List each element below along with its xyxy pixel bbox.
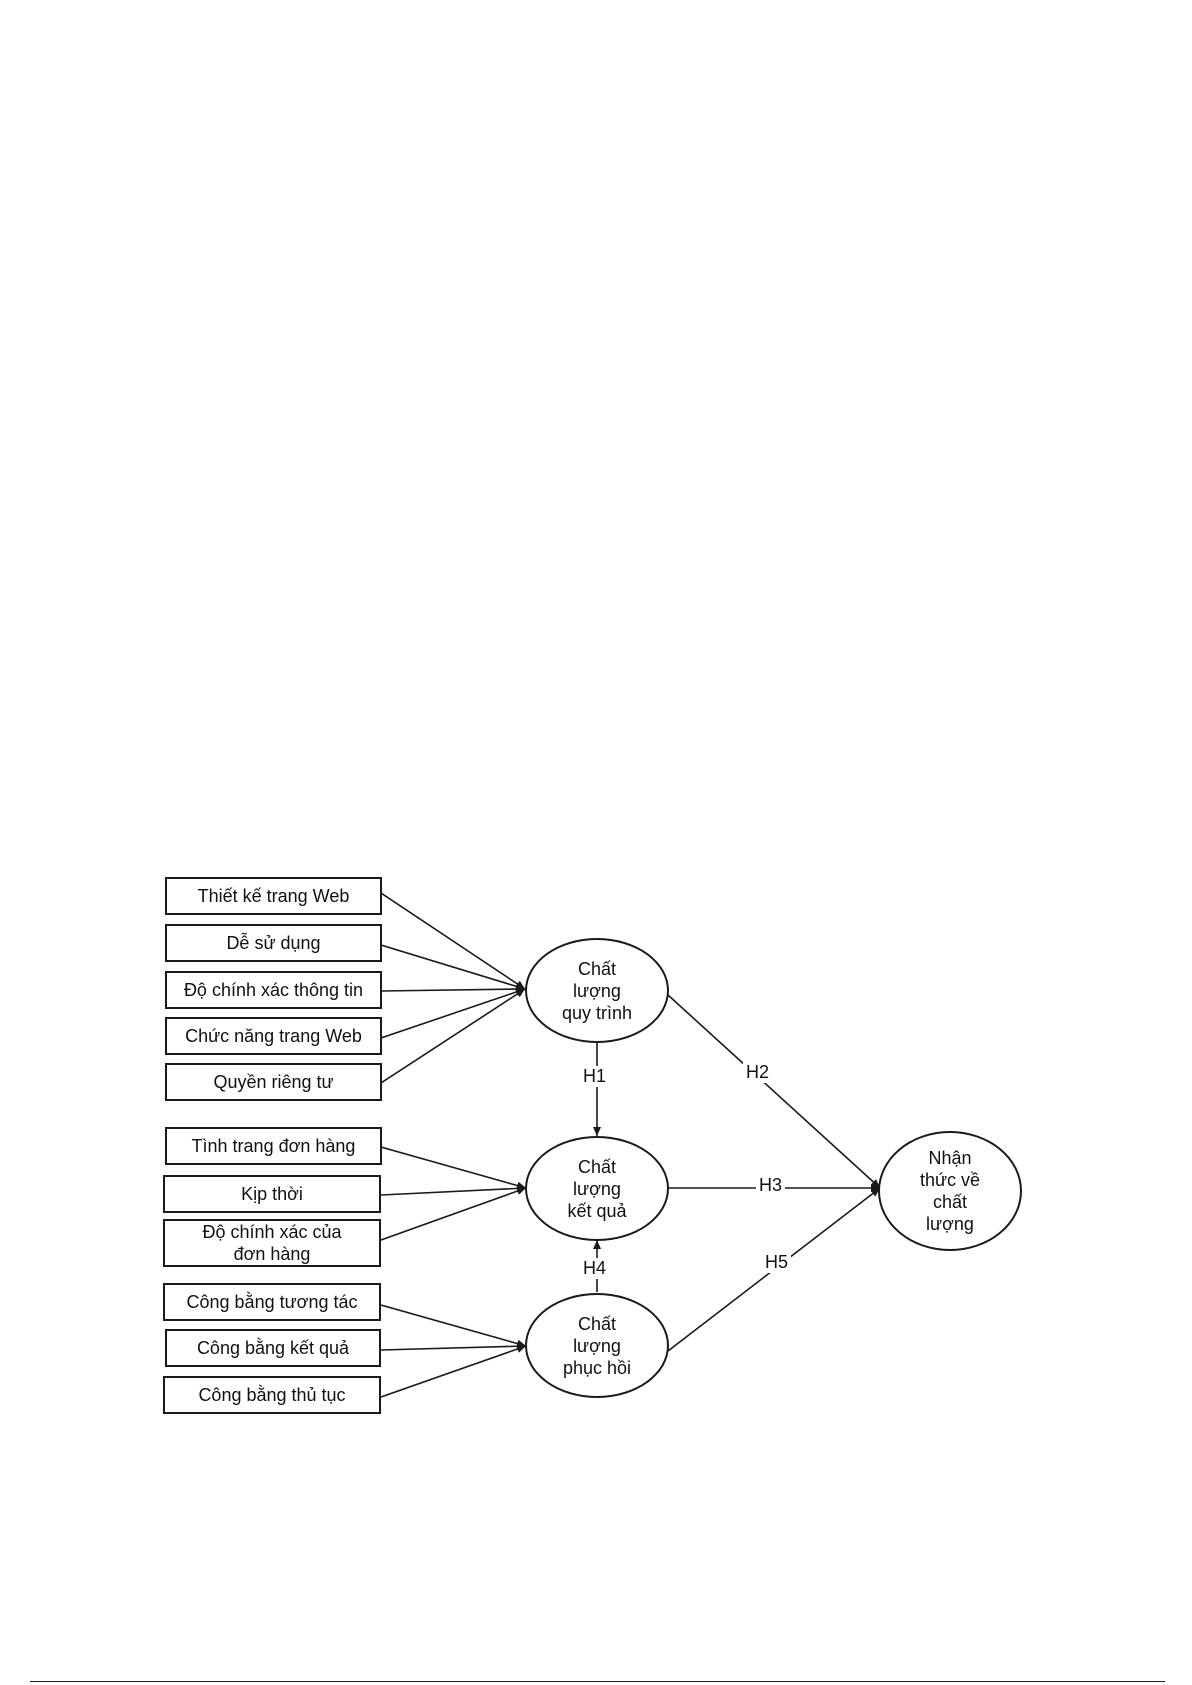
edge-process-4 bbox=[381, 989, 525, 1038]
indicator-web-design: Thiết kế trang Web bbox=[165, 877, 382, 915]
indicator-order-accuracy: Độ chính xác của đơn hàng bbox=[163, 1219, 381, 1267]
edge-recovery-2 bbox=[381, 1346, 526, 1350]
indicator-information-accuracy: Độ chính xác thông tin bbox=[165, 971, 382, 1009]
indicator-privacy: Quyền riêng tư bbox=[165, 1063, 382, 1101]
construct-process-quality: Chất lượng quy trình bbox=[525, 938, 669, 1043]
indicator-ease-of-use: Dễ sử dụng bbox=[165, 924, 382, 962]
indicator-procedural-justice: Công bằng thủ tục bbox=[163, 1376, 381, 1414]
indicator-interactional-justice: Công bằng tương tác bbox=[163, 1283, 381, 1321]
construct-outcome-quality: Chất lượng kết quả bbox=[525, 1136, 669, 1241]
edge-outcome-3 bbox=[381, 1188, 526, 1240]
indicator-distributive-justice: Công bằng kết quả bbox=[165, 1329, 381, 1367]
indicator-timeliness: Kịp thời bbox=[163, 1175, 381, 1213]
construct-recovery-quality: Chất lượng phục hồi bbox=[525, 1293, 669, 1398]
edge-outcome-2 bbox=[381, 1188, 526, 1195]
edge-recovery-3 bbox=[381, 1346, 526, 1397]
edge-process-2 bbox=[381, 945, 525, 989]
footer-rule bbox=[30, 1681, 1165, 1682]
indicator-order-status: Tình trang đơn hàng bbox=[165, 1127, 382, 1165]
hypothesis-label-h4: H4 bbox=[580, 1258, 609, 1279]
hypothesis-label-h1: H1 bbox=[580, 1066, 609, 1087]
edge-process-1 bbox=[381, 893, 525, 989]
indicator-web-functionality: Chức năng trang Web bbox=[165, 1017, 382, 1055]
edge-h2 bbox=[668, 995, 880, 1188]
edge-process-3 bbox=[381, 989, 525, 991]
hypothesis-label-h3: H3 bbox=[756, 1175, 785, 1196]
hypothesis-label-h2: H2 bbox=[743, 1062, 772, 1083]
edge-process-5 bbox=[381, 989, 525, 1083]
construct-perceived-quality: Nhận thức về chất lượng bbox=[878, 1131, 1022, 1251]
edge-recovery-1 bbox=[381, 1305, 526, 1346]
edge-outcome-1 bbox=[381, 1147, 526, 1188]
hypothesis-label-h5: H5 bbox=[762, 1252, 791, 1273]
